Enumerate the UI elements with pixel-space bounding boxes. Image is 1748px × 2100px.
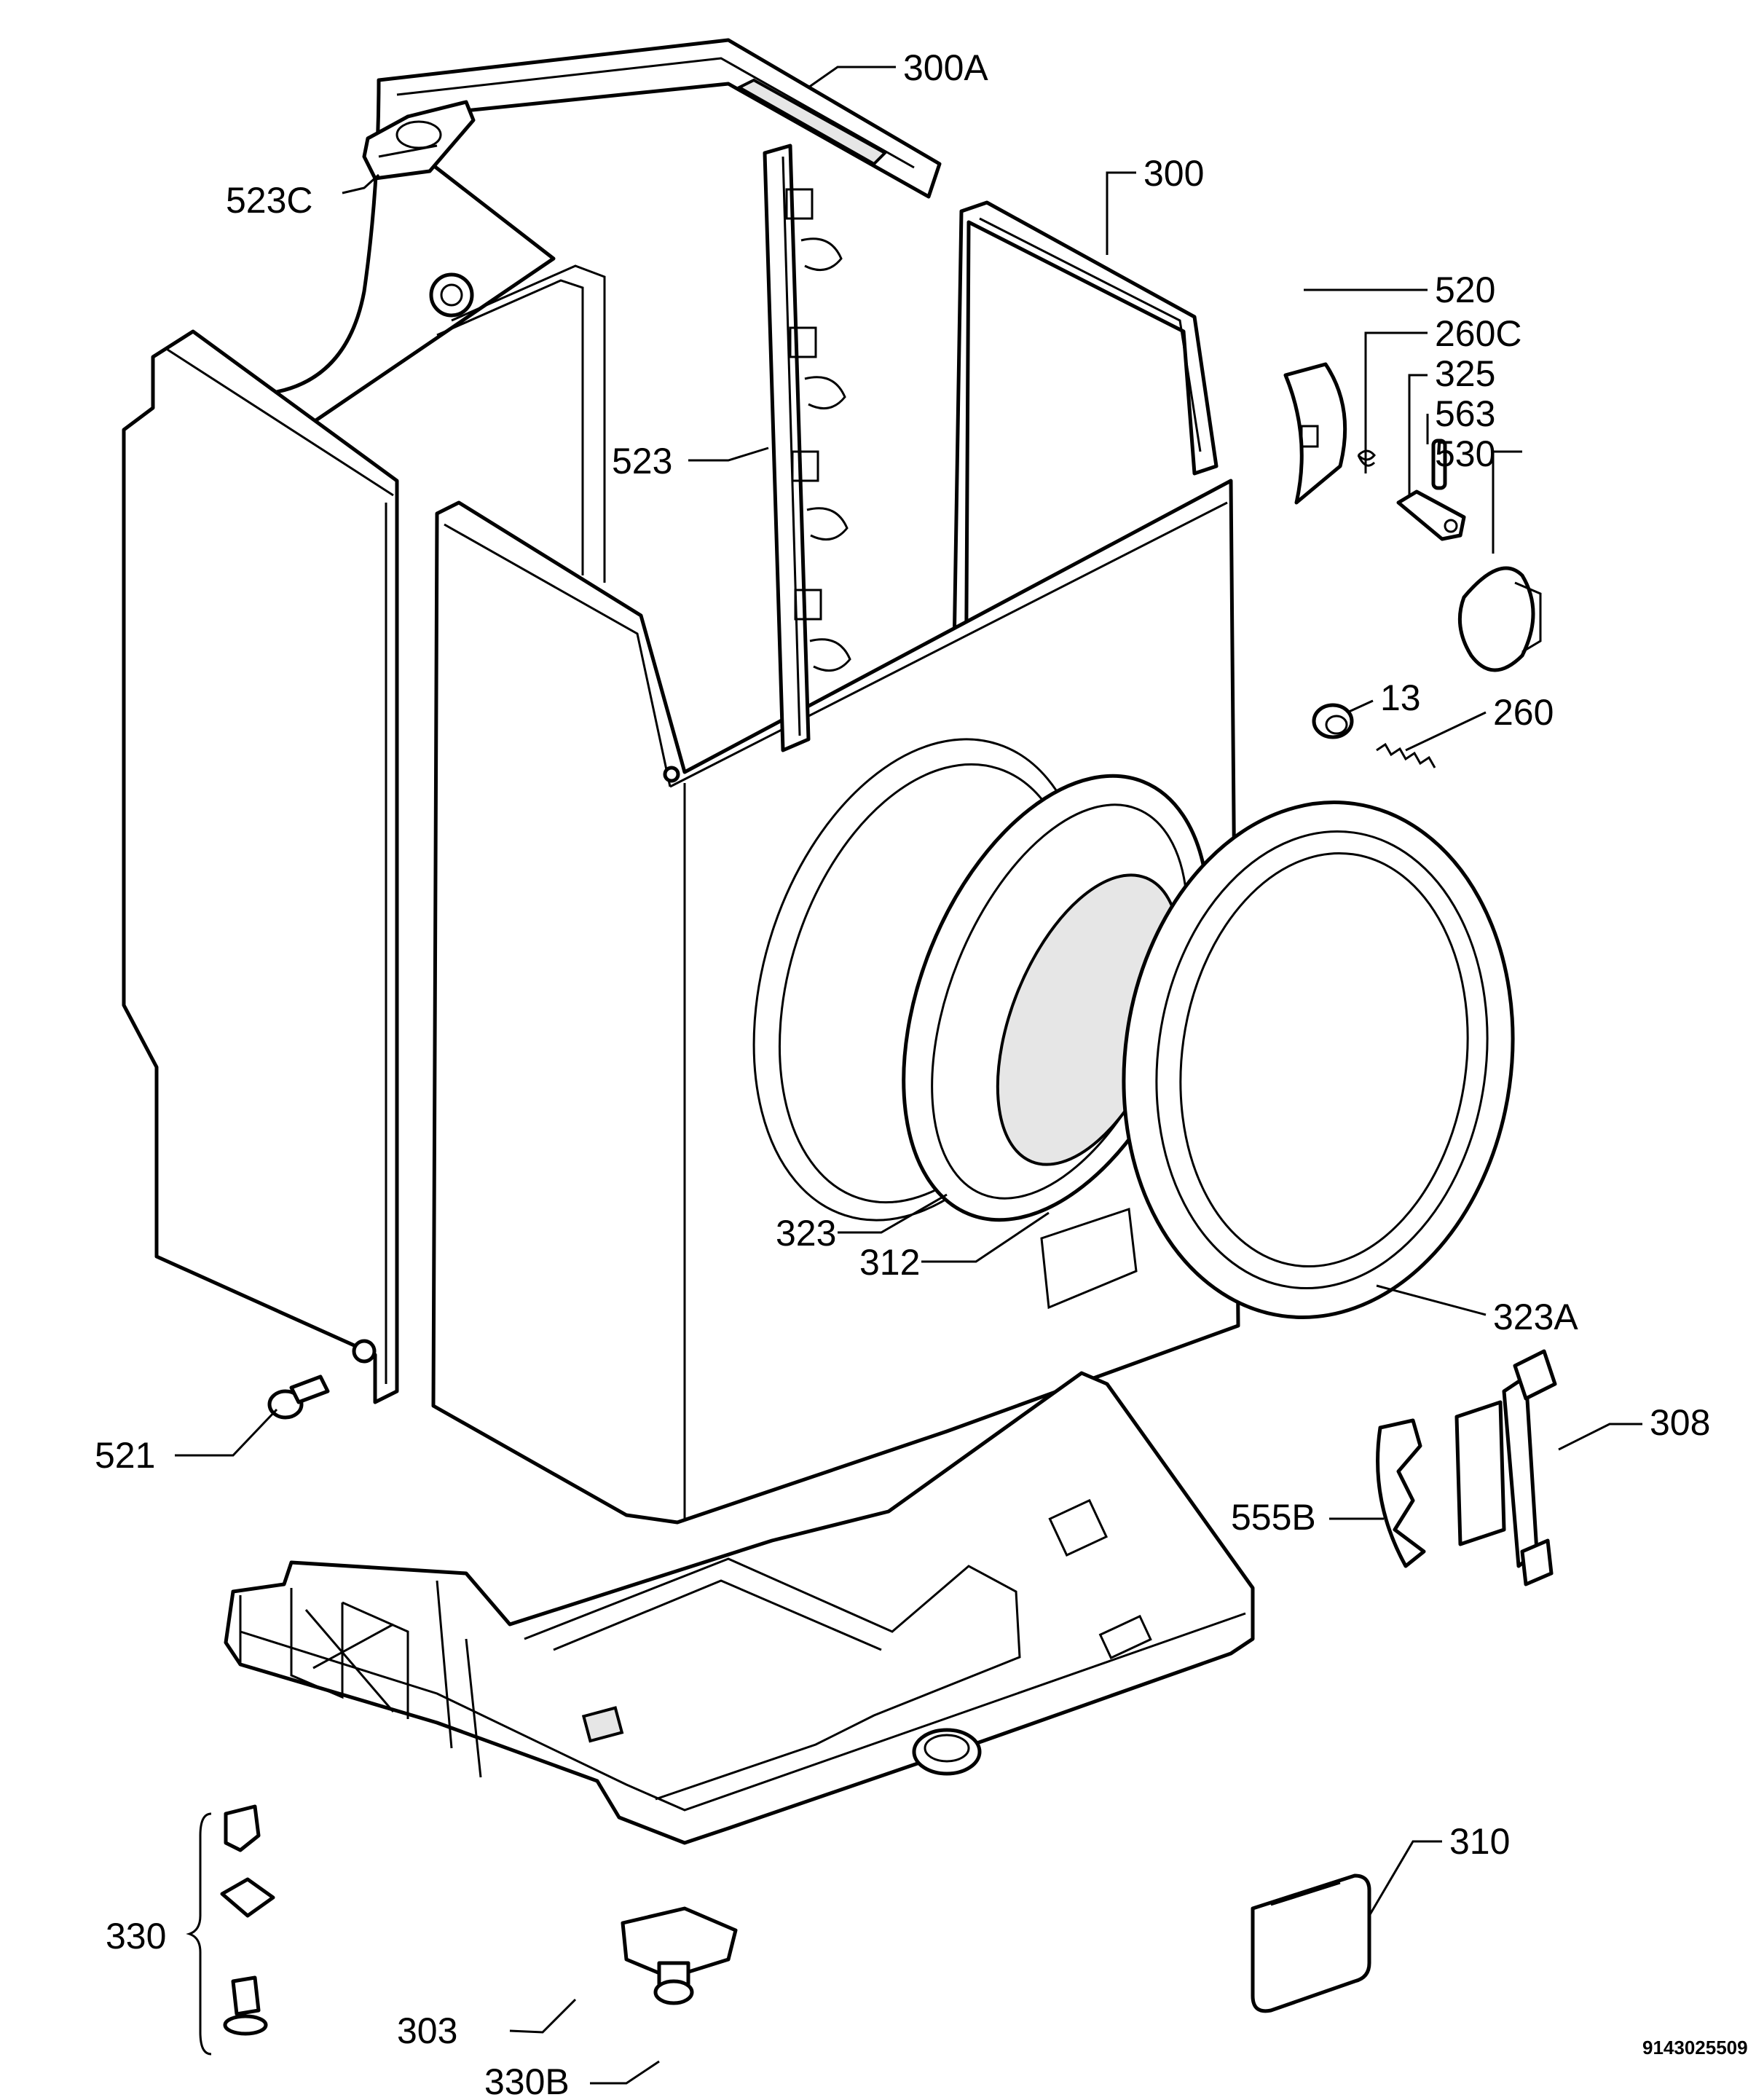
label-330: 330 bbox=[106, 1916, 166, 1957]
label-260c: 260C bbox=[1435, 313, 1522, 354]
part-300a-strip bbox=[736, 78, 888, 166]
label-563: 563 bbox=[1435, 393, 1495, 434]
label-330b: 330B bbox=[484, 2061, 570, 2096]
label-521: 521 bbox=[95, 1435, 155, 1476]
base-303 bbox=[224, 1371, 1255, 2005]
base-frame bbox=[224, 1371, 1255, 1845]
label-260: 260 bbox=[1493, 692, 1554, 733]
label-310: 310 bbox=[1449, 1821, 1510, 1862]
label-312: 312 bbox=[859, 1242, 920, 1283]
part-563-pin bbox=[1431, 439, 1447, 490]
cabinet-front-panel bbox=[431, 479, 1240, 1525]
cabinet-left-side-panel bbox=[122, 329, 399, 1404]
label-523c: 523C bbox=[226, 180, 313, 221]
part-523c-clip bbox=[362, 100, 476, 181]
part-521-screw bbox=[267, 1375, 330, 1420]
part-325-lever bbox=[1396, 489, 1466, 541]
label-323a: 323A bbox=[1493, 1297, 1578, 1337]
callout-labels: 300A 523C 300 520 260C 325 563 530 523 1… bbox=[95, 47, 1748, 2100]
part-523-rail bbox=[763, 143, 851, 752]
door-outer-ring-323a bbox=[1122, 801, 1515, 1319]
label-520: 520 bbox=[1435, 270, 1495, 310]
label-13: 13 bbox=[1380, 677, 1421, 718]
label-325: 325 bbox=[1435, 353, 1495, 394]
cabinet-back-hole bbox=[429, 272, 474, 318]
label-300a: 300A bbox=[903, 47, 988, 88]
cabinet-back-panel bbox=[216, 38, 942, 439]
label-308: 308 bbox=[1650, 1402, 1710, 1443]
part-555b-plate bbox=[1376, 1418, 1426, 1568]
part-310-cover bbox=[1251, 1873, 1371, 2013]
part-308-hinge bbox=[1454, 1349, 1557, 1586]
label-555b: 555B bbox=[1231, 1497, 1316, 1538]
part-260-spring bbox=[1376, 742, 1436, 768]
label-323: 323 bbox=[776, 1213, 836, 1254]
part-330-set bbox=[186, 1804, 275, 2056]
label-300: 300 bbox=[1143, 153, 1204, 194]
part-520-catch bbox=[1283, 362, 1347, 505]
label-303: 303 bbox=[397, 2010, 457, 2051]
part-13-bush bbox=[1312, 703, 1354, 739]
document-code: 9143025509 bbox=[1642, 2037, 1748, 2058]
label-523: 523 bbox=[612, 441, 672, 481]
label-530: 530 bbox=[1435, 433, 1495, 474]
part-530-handle bbox=[1457, 566, 1542, 672]
cabinet-300 bbox=[122, 38, 1240, 1525]
leader-lines bbox=[175, 66, 1642, 2085]
